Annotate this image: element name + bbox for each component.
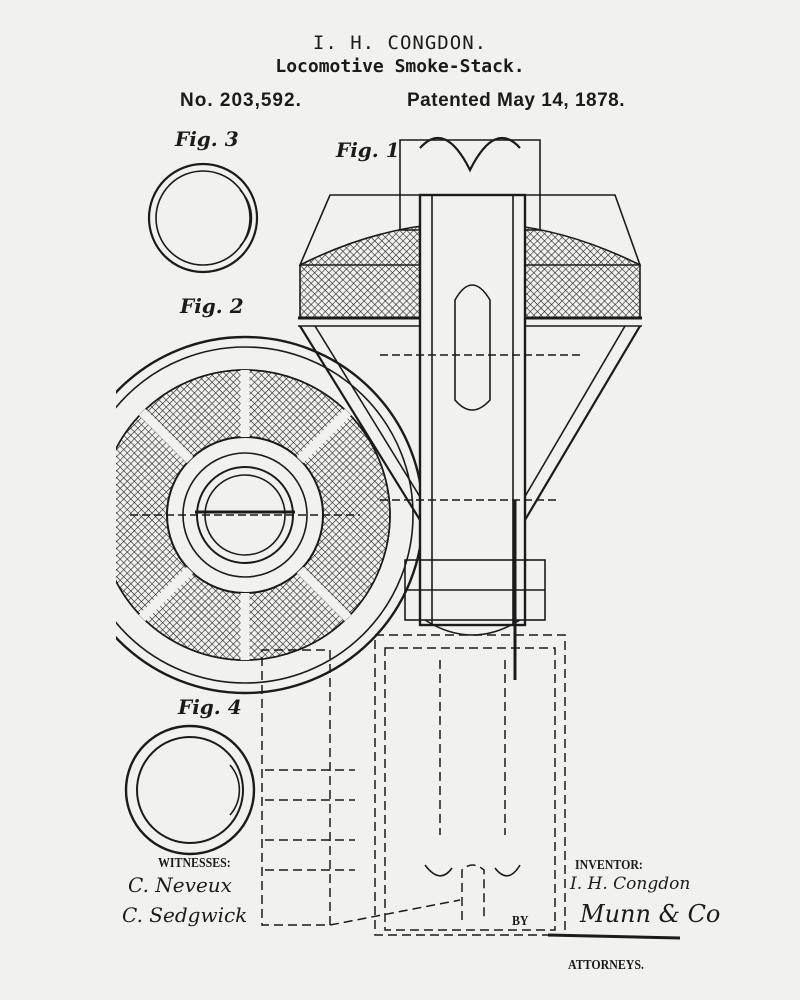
fig2-plan-view (116, 335, 425, 695)
by-label: BY (512, 914, 529, 929)
fig3-label: Fig. 3 (175, 127, 239, 151)
witness-signature-1: C. Neveux (128, 873, 232, 897)
inventor-signature: I. H. Congdon (570, 874, 691, 894)
inventor-label: INVENTOR: (575, 858, 643, 873)
patent-title: Locomotive Smoke-Stack. (275, 56, 525, 77)
fig2-label: Fig. 2 (180, 294, 244, 318)
witnesses-label: WITNESSES: (158, 856, 231, 871)
fig1-label: Fig. 1 (336, 138, 400, 162)
attorneys-label: ATTORNEYS. (568, 958, 644, 973)
patent-number: No. 203,592. (180, 90, 302, 111)
fig1-smoke-stack-elevation (261, 136, 642, 936)
fig3-cross-section (147, 162, 259, 274)
witness-signature-2: C. Sedgwick (122, 903, 248, 927)
fig4-label: Fig. 4 (178, 695, 242, 719)
inventor-name: I. H. CONGDON. (312, 32, 488, 54)
attorney-signature: Munn & Co (580, 900, 721, 928)
patent-date: Patented May 14, 1878. (407, 90, 625, 111)
fig4-cross-section (124, 724, 256, 856)
